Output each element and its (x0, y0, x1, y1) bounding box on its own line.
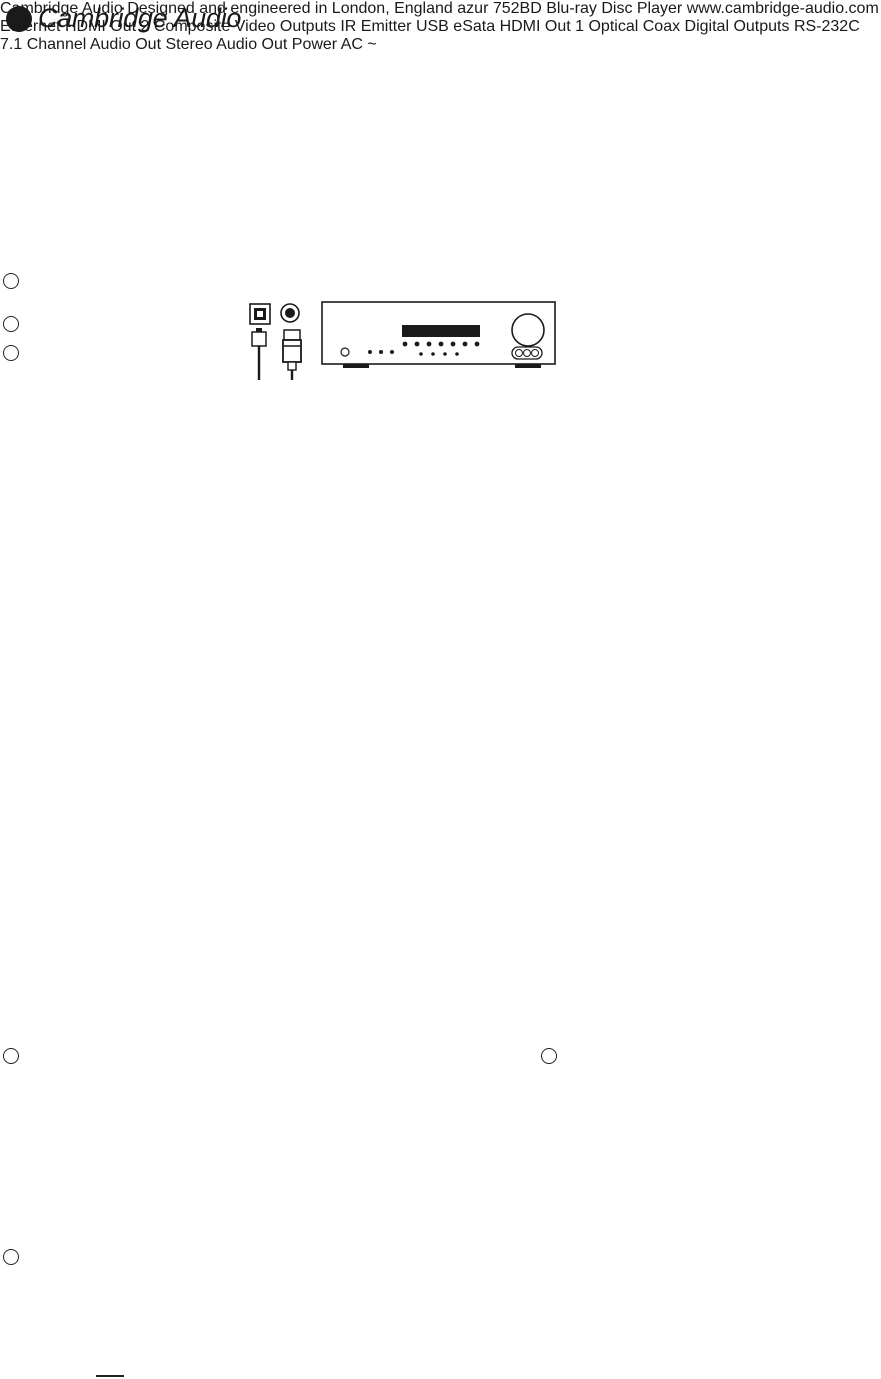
step-marker-3 (3, 345, 19, 361)
page-header: Cambridge Audio (0, 0, 881, 40)
ir-emitter-label: IR Emitter (340, 18, 412, 35)
esata-label: eSata (453, 18, 496, 35)
stereo-out-label: Stereo Audio Out (165, 36, 288, 53)
optical-input-top (249, 303, 271, 380)
step-marker-1 (3, 273, 19, 289)
power-label: Power AC ~ (291, 36, 377, 53)
page-number-rule (96, 1375, 124, 1377)
digital-outputs-label: Digital Outputs (684, 18, 790, 35)
player-model: azur 752BD Blu-ray Disc Player (457, 0, 683, 17)
step-marker-4 (3, 1048, 19, 1064)
composite-label: Composite (153, 18, 231, 35)
multichannel-label: 7.1 Channel Audio Out (0, 36, 162, 53)
hdmi1-label: HDMI Out 1 (499, 18, 585, 35)
hdmi2-label: HDMI Out 2 (64, 18, 150, 35)
blu-ray-player-rear-panel: Cambridge Audio Designed and engineered … (0, 0, 879, 53)
video-outputs-label: Video Outputs (234, 18, 336, 35)
brand-logo-text: Cambridge Audio (38, 3, 242, 33)
player-website: www.cambridge-audio.com (686, 0, 879, 17)
player-tagline: Designed and engineered in London, Engla… (127, 0, 453, 17)
step-marker-5 (541, 1048, 557, 1064)
step-marker-6 (3, 1249, 19, 1265)
cambridge-audio-logo-icon (6, 6, 32, 32)
step-marker-2 (3, 316, 19, 332)
coax-input-top (280, 303, 302, 380)
optical-label: Optical (588, 18, 639, 35)
coax-label: Coax (642, 18, 681, 35)
rs232-label: RS-232C (793, 18, 860, 35)
receiver-top (321, 301, 556, 368)
usb-label: USB (415, 18, 449, 35)
